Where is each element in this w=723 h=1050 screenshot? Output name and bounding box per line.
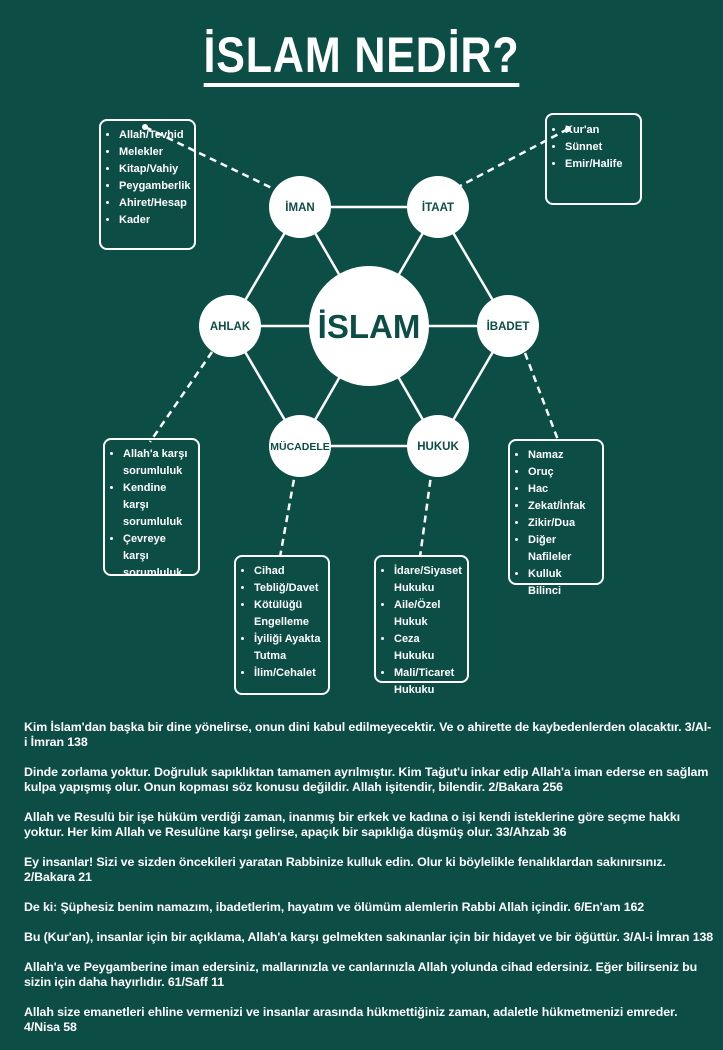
hukuk-box: İdare/Siyaset HukukuAile/Özel HukukCeza …: [374, 555, 469, 696]
verse-text: Allah'a ve Peygamberine iman edersiniz, …: [24, 960, 698, 989]
list-item: Tebliğ/Davet: [254, 580, 322, 597]
node-ibadet: [477, 295, 539, 357]
islam-diagram: İSLAM İMAN İTAAT İBADET HUKUK MÜCADELE A…: [142, 124, 571, 558]
node-ahlak: [199, 295, 261, 357]
node-hukuk: [407, 415, 469, 477]
list-item: Zekat/İnfak: [528, 498, 596, 515]
list-item: Namaz: [528, 447, 596, 464]
list-item: İdare/Siyaset Hukuku: [394, 563, 462, 597]
connector-lines: [144, 125, 569, 558]
verse-text: Kim İslam'dan başka bir dine yönelirse, …: [24, 720, 712, 749]
itaat-box: Kur'anSünnetEmir/Halife: [545, 113, 642, 205]
list-item: Kötülüğü Engelleme: [254, 597, 322, 631]
list-item: Ahiret/Hesap: [119, 195, 188, 212]
verse-text: Allah ve Resulü bir işe hüküm verdiği za…: [24, 810, 680, 839]
node-label-itaat: İTAAT: [422, 201, 454, 214]
node-mucadele: [269, 415, 331, 477]
list-item: Zikir/Dua: [528, 515, 596, 532]
list-item: Hac: [528, 481, 596, 498]
mucadele-box: CihadTebliğ/DavetKötülüğü Engellemeİyili…: [234, 555, 330, 695]
list-item: Kulluk Bilinci: [528, 566, 596, 600]
ibadet-box: NamazOruçHacZekat/İnfakZikir/DuaDiğer Na…: [508, 439, 604, 597]
node-label-iman: İMAN: [285, 201, 314, 214]
center-label: İSLAM: [318, 308, 421, 345]
list-item: Ceza Hukuku: [394, 631, 461, 665]
list-item: Kitap/Vahiy: [119, 161, 188, 178]
verse-text: De ki: Şüphesiz benim namazım, ibadetler…: [24, 900, 645, 914]
list-item: İyiliği Ayakta Tutma: [254, 631, 322, 665]
node-label-hukuk: HUKUK: [417, 441, 459, 453]
connector-dot: [142, 124, 148, 130]
page-title: İSLAM NEDİR?: [51, 26, 673, 87]
list-item: Aile/Özel Hukuk: [394, 597, 461, 631]
list-item: Emir/Halife: [565, 156, 634, 173]
verse-text: Allah size emanetleri ehline vermenizi v…: [24, 1005, 678, 1034]
list-item: Cihad: [254, 563, 322, 580]
list-item: Kader: [119, 212, 188, 229]
verse-text: Ey insanlar! Sizi ve sizden öncekileri y…: [24, 855, 666, 884]
list-item: Peygamberlik: [119, 178, 191, 195]
verse-text: Dinde zorlama yoktur. Doğruluk sapıklıkt…: [24, 765, 709, 794]
list-item: Kendine karşı sorumluluk: [123, 480, 192, 531]
node-label-ahlak: AHLAK: [210, 321, 251, 333]
list-item: Oruç: [528, 464, 596, 481]
iman-box: Allah/TevhidMeleklerKitap/VahiyPeygamber…: [99, 119, 196, 250]
verse-text: Bu (Kur'an), insanlar için bir açıklama,…: [24, 930, 714, 944]
list-item: Sünnet: [565, 139, 634, 156]
list-item: Allah'a karşı sorumluluk: [123, 446, 192, 480]
circle-nodes: [199, 176, 539, 477]
node-iman: [269, 176, 331, 238]
list-item: Melekler: [119, 144, 188, 161]
list-item: Diğer Nafileler: [528, 532, 596, 566]
node-itaat: [407, 176, 469, 238]
center-circle: [309, 266, 429, 386]
list-item: Kur'an: [565, 122, 634, 139]
ahlak-box: Allah'a karşı sorumlulukKendine karşı so…: [103, 438, 200, 579]
list-item: Çevreye karşı sorumluluk: [123, 531, 192, 582]
node-label-ibadet: İBADET: [487, 320, 530, 333]
node-label-mucadele: MÜCADELE: [270, 440, 330, 453]
list-item: İlim/Cehalet: [254, 665, 322, 682]
connector-dot: [565, 126, 571, 132]
list-item: Mali/Ticaret Hukuku: [394, 665, 461, 699]
verse-list: Kim İslam'dan başka bir dine yönelirse, …: [24, 720, 714, 1050]
list-item: Allah/Tevhid: [119, 127, 188, 144]
